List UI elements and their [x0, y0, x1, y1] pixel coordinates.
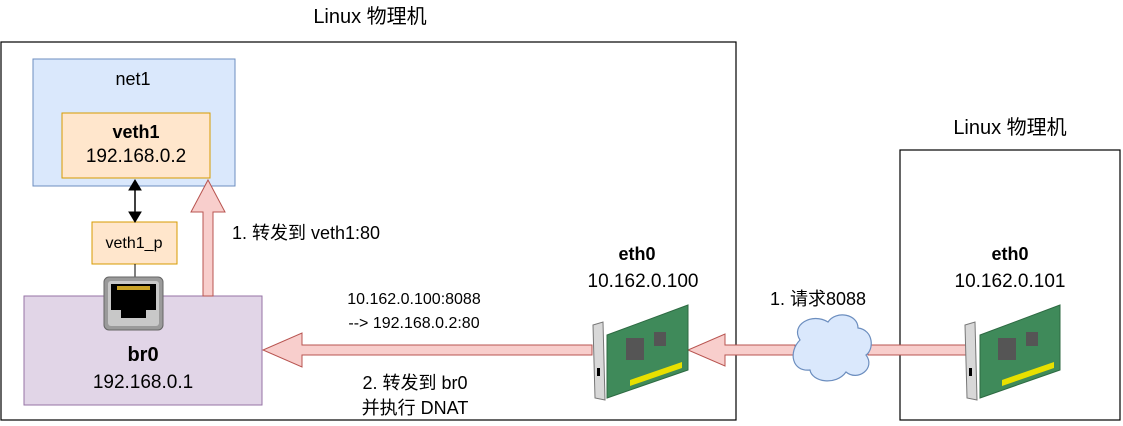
dnat-label-line2: --> 192.168.0.2:80 — [348, 315, 480, 332]
br0-name: br0 — [127, 344, 159, 366]
bidirectional-link-arrow — [128, 179, 142, 223]
host-right-title: Linux 物理机 — [953, 117, 1067, 139]
nic-card-right-icon — [964, 304, 1061, 401]
nic-card-left-icon — [592, 304, 689, 401]
veth1-name: veth1 — [112, 122, 160, 142]
eth0-left-ip: 10.162.0.100 — [587, 271, 699, 292]
cloud-icon — [792, 314, 872, 382]
up-arrow-to-veth1 — [190, 178, 226, 297]
eth0-right-ip: 10.162.0.101 — [954, 271, 1066, 292]
eth0-right-name: eth0 — [991, 244, 1029, 264]
request-label: 1. 请求8088 — [769, 289, 867, 309]
left-arrow-to-br0 — [261, 332, 593, 368]
left-arrow-to-eth0 — [686, 333, 796, 367]
veth1-box — [61, 112, 211, 179]
dnat-label-line1: 10.162.0.100:8088 — [347, 291, 481, 308]
forward-br0-label-line1: 2. 转发到 br0 — [362, 373, 468, 393]
forward-br0-label-line2: 并执行 DNAT — [361, 398, 469, 418]
net1-label: net1 — [115, 69, 151, 89]
ethernet-port-icon — [103, 276, 164, 331]
veth1-p-name: veth1_p — [105, 235, 163, 252]
eth0-left-name: eth0 — [618, 244, 656, 264]
host-left-title: Linux 物理机 — [313, 6, 427, 28]
link-cloud-to-eth0-right — [867, 344, 969, 356]
br0-ip: 192.168.0.1 — [92, 372, 194, 393]
veth1-ip: 192.168.0.2 — [85, 146, 187, 167]
forward-veth1-label: 1. 转发到 veth1:80 — [232, 223, 381, 243]
